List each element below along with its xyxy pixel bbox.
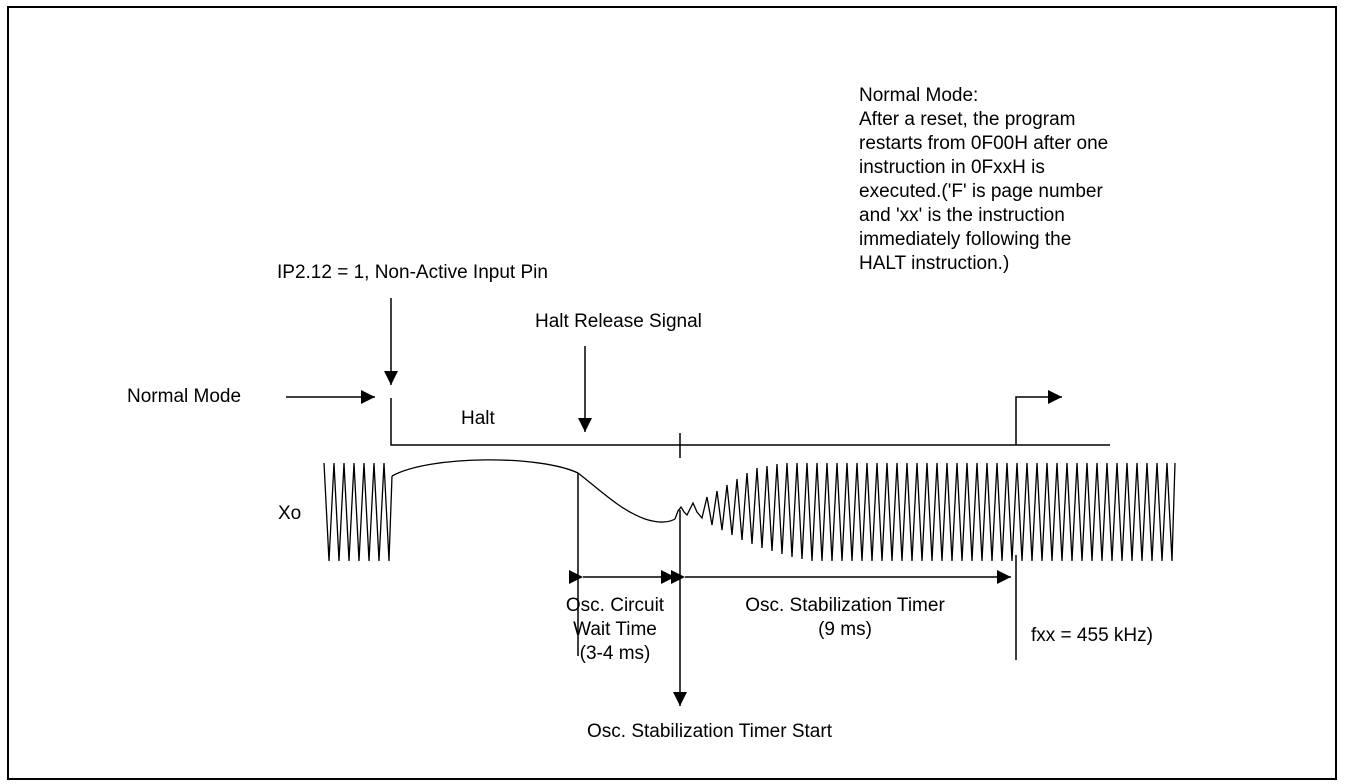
osc-normal-section xyxy=(323,462,393,562)
halt-signal-line xyxy=(390,398,1110,446)
ip-pin-label: IP2.12 = 1, Non-Active Input Pin xyxy=(277,262,548,283)
osc-halt-curve xyxy=(391,459,676,523)
note-line: HALT instruction.) xyxy=(859,253,1010,274)
wait-time-label: Osc. Circuit Wait Time (3-4 ms) xyxy=(540,594,690,666)
osc-restart-section xyxy=(674,462,1176,562)
stab-timer-line: (9 ms) xyxy=(818,619,872,640)
wait-time-line: Wait Time xyxy=(573,619,657,640)
stab-timer-label: Osc. Stabilization Timer (9 ms) xyxy=(695,594,995,642)
figure-frame xyxy=(7,6,1337,780)
wait-time-line: Osc. Circuit xyxy=(565,595,665,616)
halt-release-label: Halt Release Signal xyxy=(535,311,702,332)
stab-start-label: Osc. Stabilization Timer Start xyxy=(587,721,832,742)
note-line: Normal Mode: xyxy=(859,85,979,106)
note-line: restarts from 0F00H after one xyxy=(859,133,1109,154)
xo-label: Xo xyxy=(278,503,302,524)
wait-time-line: (3-4 ms) xyxy=(579,643,651,664)
normal-mode-note: Normal Mode: After a reset, the program … xyxy=(859,84,1108,276)
normal-mode-label: Normal Mode xyxy=(127,386,242,407)
note-line: and 'xx' is the instruction xyxy=(859,205,1065,226)
note-line: executed.('F' is page number xyxy=(859,181,1103,202)
stab-timer-line: Osc. Stabilization Timer xyxy=(745,595,945,616)
fxx-label: fxx = 455 kHz) xyxy=(1031,625,1153,646)
oscillator-waveform xyxy=(323,459,1176,562)
note-line: immediately following the xyxy=(859,229,1072,250)
note-line: instruction in 0FxxH is xyxy=(859,157,1045,178)
halt-label: Halt xyxy=(461,408,495,429)
note-line: After a reset, the program xyxy=(859,109,1076,130)
resume-arrow xyxy=(1015,390,1062,445)
